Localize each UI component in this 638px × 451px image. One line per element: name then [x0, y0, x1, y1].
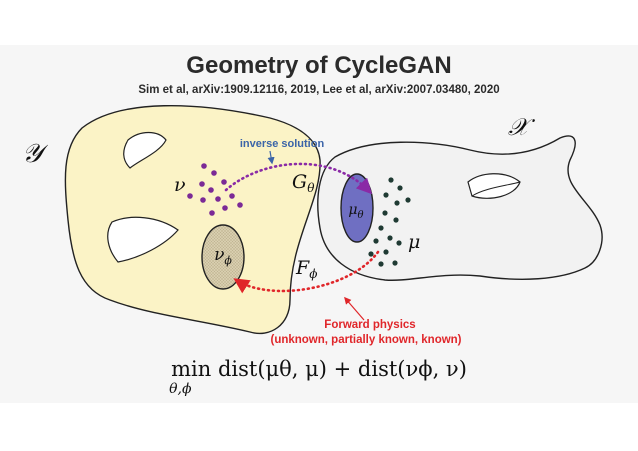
nu-phi-region: [201, 224, 245, 290]
mu-sample: [382, 210, 388, 216]
mu-sample: [383, 249, 389, 255]
manifold-x-label: 𝒳: [508, 113, 536, 141]
mu-sample: [383, 192, 389, 198]
nu-sample: [237, 202, 243, 208]
mu-sample: [393, 217, 399, 223]
nu-sample: [200, 197, 206, 203]
nu-sample: [208, 187, 214, 193]
mu-sample: [378, 261, 384, 267]
nu-sample: [199, 181, 205, 187]
manifold-y-label: 𝒴: [22, 139, 49, 169]
inverse-solution-annotation: inverse solution: [240, 138, 325, 150]
mu-sample: [387, 235, 393, 241]
nu-sample: [211, 170, 217, 176]
mu-sample: [368, 251, 374, 257]
slide-title: Geometry of CycleGAN: [186, 52, 452, 79]
mu-sample: [405, 197, 411, 203]
nu-sample: [221, 179, 227, 185]
slide-subtitle: Sim et al, arXiv:1909.12116, 2019, Lee e…: [138, 84, 500, 96]
mu-samples: [368, 177, 411, 267]
nu-label: ν: [174, 174, 186, 196]
mu-theta-label: μθ: [348, 202, 363, 221]
mu-sample: [378, 225, 384, 231]
nu-sample: [222, 205, 228, 211]
nu-samples: [187, 163, 243, 216]
g-theta-label: Gθ: [292, 171, 315, 195]
mu-sample: [396, 240, 402, 246]
nu-sample: [215, 196, 221, 202]
f-phi-label: Fϕ: [295, 257, 317, 281]
mu-sample: [394, 200, 400, 206]
forward-arrow: [233, 250, 380, 294]
nu-phi-label: νϕ: [214, 245, 232, 267]
nu-sample: [201, 163, 207, 169]
forward-physics-detail: (unknown, partially known, known): [270, 334, 461, 346]
nu-sample: [209, 210, 215, 216]
manifold-y: [64, 104, 321, 335]
inverse-arrow: [224, 162, 373, 195]
forward-annotation-pointer: [344, 296, 365, 321]
mu-label: μ: [408, 231, 420, 253]
mu-sample: [373, 238, 379, 244]
inverse-annotation-pointer: [267, 150, 275, 165]
mu-sample: [388, 177, 394, 183]
formula-expression: dist(μθ, μ) + dist(νϕ, ν): [217, 357, 467, 381]
manifold-x: [317, 135, 603, 281]
nu-sample: [229, 193, 235, 199]
mu-sample: [397, 185, 403, 191]
forward-physics-annotation: Forward physics: [324, 319, 415, 331]
mu-sample: [392, 260, 398, 266]
formula-min-subscript: θ,ϕ: [169, 381, 192, 397]
nu-sample: [187, 193, 193, 199]
